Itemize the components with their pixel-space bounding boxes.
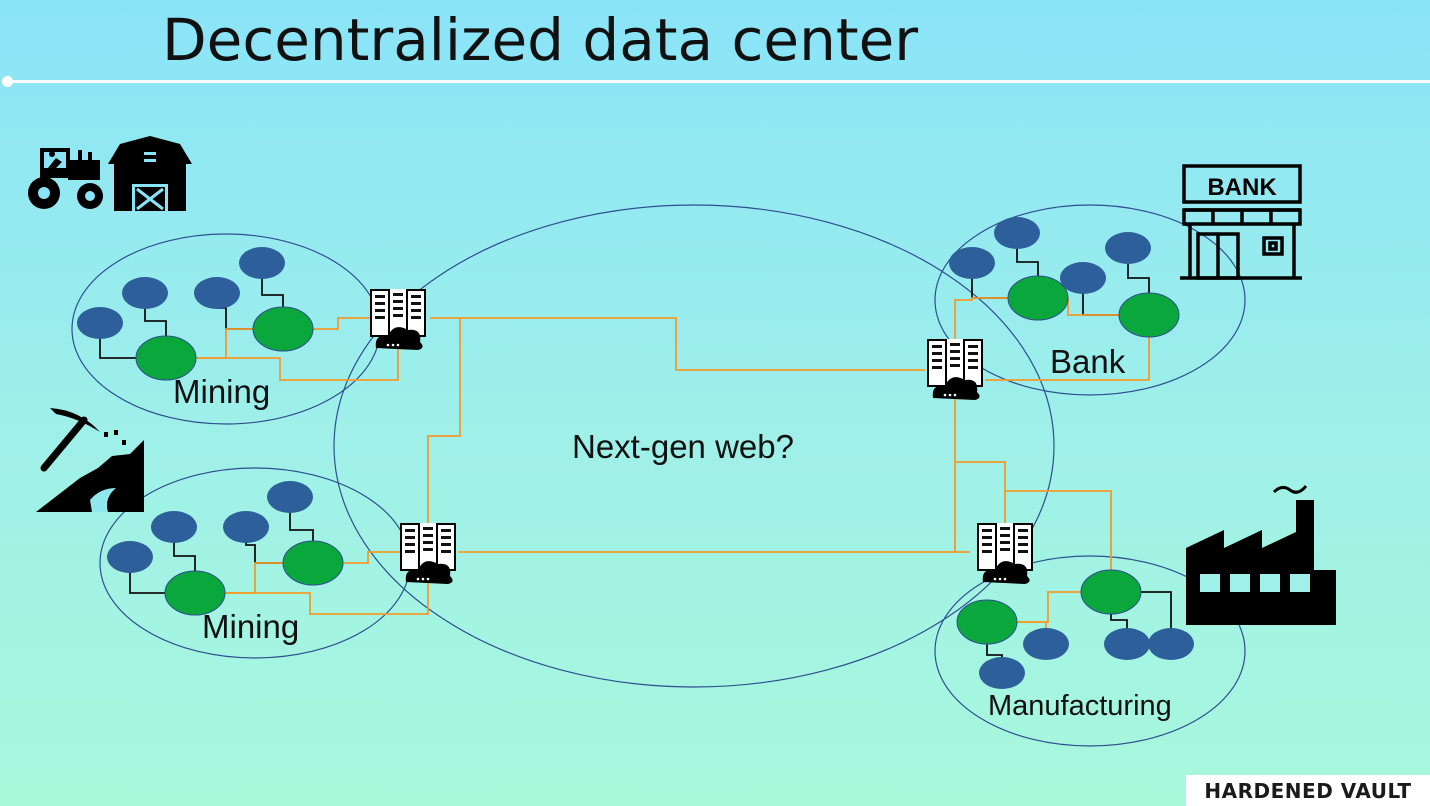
backbone-links: [427, 317, 1112, 592]
node: [223, 511, 269, 543]
node: [164, 570, 226, 616]
bank-ellipse: [934, 204, 1246, 396]
node: [1080, 569, 1142, 615]
bank-label: Bank: [1050, 343, 1126, 380]
factory-icon: [1186, 485, 1336, 625]
pickaxe-mining-icon: [36, 408, 144, 512]
server-cloud-icon: [370, 289, 426, 350]
mining-bottom-label: Mining: [202, 608, 300, 645]
node: [77, 307, 123, 339]
next-gen-web-ellipse: [333, 204, 1055, 688]
node: [107, 541, 153, 573]
node: [151, 511, 197, 543]
bank-building-icon: [1180, 164, 1302, 280]
divider-dot: [2, 76, 13, 87]
mining-top-label: Mining: [173, 373, 271, 410]
node: [1023, 628, 1069, 660]
node: [994, 217, 1040, 249]
node: [194, 277, 240, 309]
node: [252, 306, 314, 352]
mining-top-cluster: [77, 247, 399, 381]
manufacturing-label: Manufacturing: [988, 690, 1172, 722]
manufacturing-ellipse: [934, 555, 1246, 747]
node: [1148, 628, 1194, 660]
node: [1104, 628, 1150, 660]
node: [239, 247, 285, 279]
node: [282, 540, 344, 586]
node: [1007, 275, 1069, 321]
mining-bottom-cluster: [107, 481, 429, 616]
bank-sign-text: BANK: [1207, 174, 1277, 201]
node: [956, 599, 1018, 645]
server-cloud-icon: [400, 523, 456, 584]
node: [122, 277, 168, 309]
tractor-icon: [28, 148, 103, 209]
page-title: Decentralized data center: [162, 6, 919, 74]
node: [135, 335, 197, 381]
hardened-vault-logo: HARDENED VAULT: [1186, 775, 1430, 806]
node: [267, 481, 313, 513]
node: [979, 657, 1025, 689]
node: [1105, 232, 1151, 264]
barn-icon: [108, 136, 192, 211]
node: [1060, 262, 1106, 294]
server-cloud-icon: [977, 523, 1033, 584]
title-divider: [8, 80, 1430, 83]
manufacturing-cluster: [956, 569, 1194, 689]
node: [949, 247, 995, 279]
bank-cluster: [949, 217, 1180, 381]
node: [1118, 292, 1180, 338]
center-label: Next-gen web?: [572, 428, 794, 465]
server-cloud-icon: [927, 339, 983, 400]
